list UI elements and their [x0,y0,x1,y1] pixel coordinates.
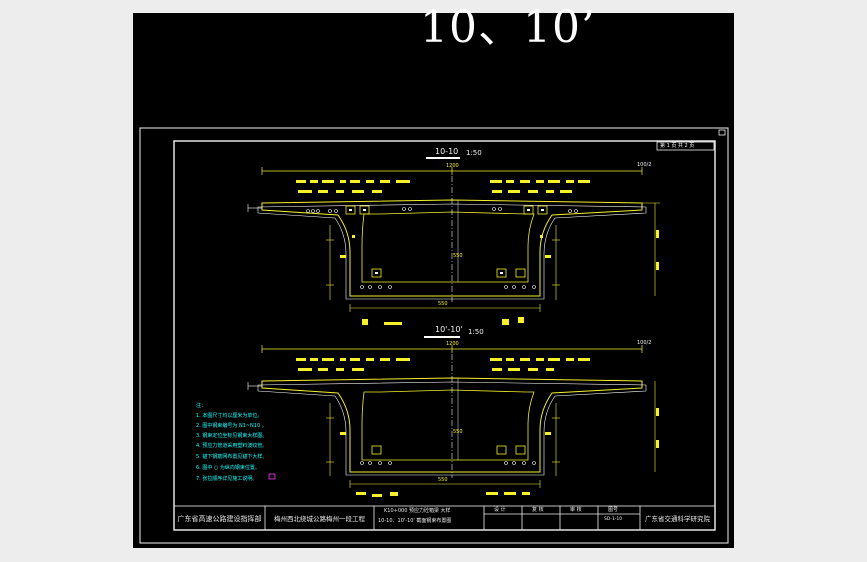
note-line: 4. 预应力管道采用塑料波纹管。 [196,443,268,449]
note-line: 5. 锚下钢筋网布置见锚下大样。 [196,454,268,460]
section-1-bottom-dim: 550 [438,301,448,307]
review-label: 复 核 [532,507,544,513]
drawing-title-line-1: K10+000 预应力砼箱梁 大样 [384,508,451,514]
section-1-scale: 1:50 [466,149,482,157]
cad-viewport[interactable] [133,13,734,548]
drawing-big-title: 10、10’ [420,2,596,53]
section-2-label: 10'-10' [435,325,463,334]
design-label: 设 计 [494,507,506,513]
section-1-label: 10-10 [435,147,459,156]
approve-label: 审 核 [570,507,582,513]
title-block-lines [173,505,716,531]
note-line: 7. 张拉顺序详见施工说明。 [196,476,258,482]
section-2-elevation: 100/2 [637,340,652,346]
section-2-bottom-dim: 550 [438,477,448,483]
institute-name: 广东省交通科学研究院 [645,515,710,523]
page-box [656,141,715,151]
note-line: 2. 图中钢束编号为 N1~N10 。 [196,423,267,429]
sheet-outer-frame [139,127,729,544]
drawing-no: SD-1-10 [604,517,623,522]
note-line: 注： [196,403,207,409]
section-2-width-dim: 1200 [446,341,459,347]
note-line: 3. 钢束定位坐标见钢束大样图。 [196,433,268,439]
drawing-title-line-2: 10-10、10'-10' 截面钢束布置图 [378,518,452,524]
section-2 [247,336,659,497]
note-line: 6. 图中 ○ 为纵向钢束位置。 [196,465,260,471]
legend-swatch [268,473,276,480]
corner-mark [718,129,726,136]
section-1 [247,157,660,325]
drawing-no-label: 图号 [608,507,619,513]
page-label: 第 1 页 共 2 页 [660,143,695,149]
project-name: 梅州西北绕城公路梅州一段工程 [274,515,365,523]
section-1-elevation: 100/2 [637,162,652,168]
section-2-center-height: 550 [453,429,463,435]
section-1-center-height: 550 [453,253,463,259]
note-line: 1. 本图尺寸均以厘米为单位。 [196,413,263,419]
owner-name: 广东省高速公路建设指挥部 [177,515,262,523]
section-2-scale: 1:50 [468,328,484,336]
section-1-width-dim: 1200 [446,163,459,169]
